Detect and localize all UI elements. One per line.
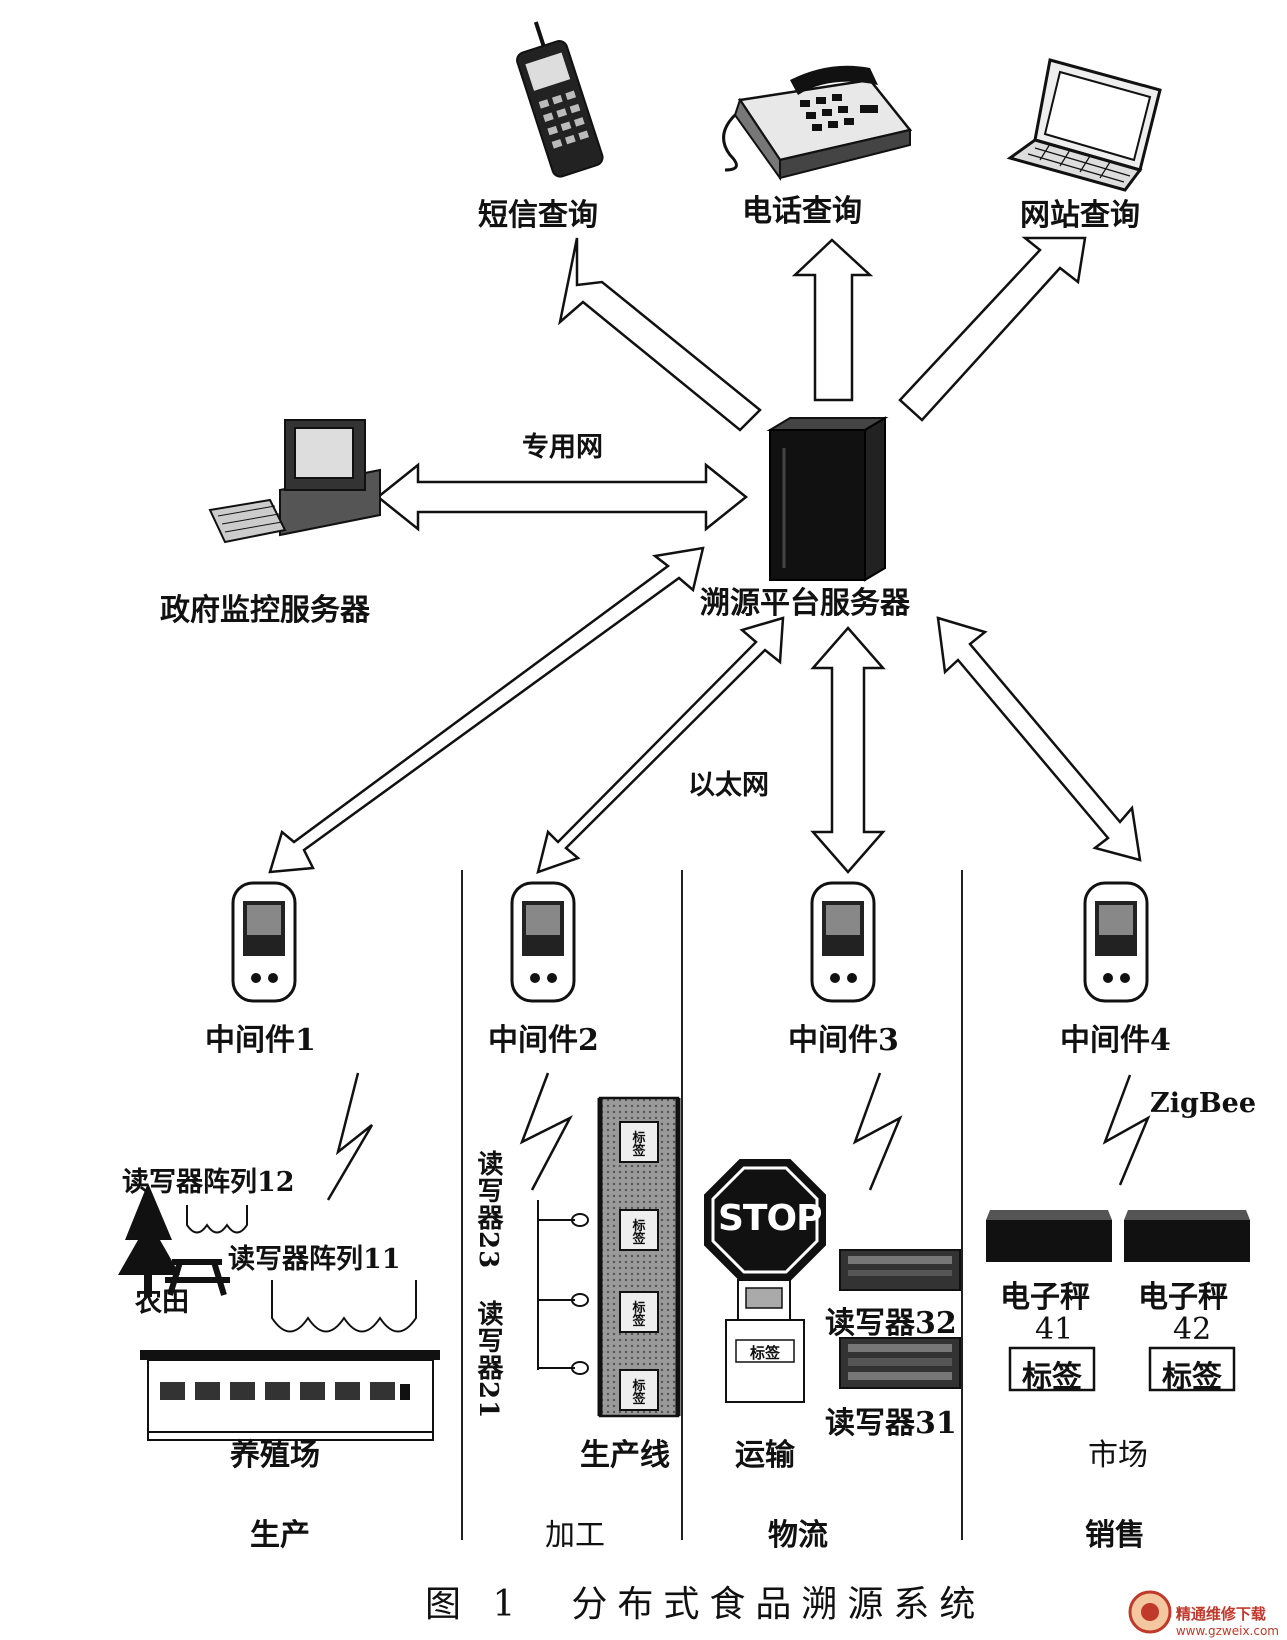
middleware-2-label: 中间件2 xyxy=(488,1023,599,1058)
reader-32-device-icon xyxy=(839,1249,961,1291)
mobile-phone-icon xyxy=(516,21,604,178)
platform-server-label: 溯源平台服务器 xyxy=(700,586,910,621)
server-tower-icon xyxy=(766,416,889,582)
arrow-to-middleware-4 xyxy=(936,616,1142,862)
arrow-to-middleware-2 xyxy=(536,616,785,874)
production-line-conveyor-icon xyxy=(597,1096,681,1418)
pda-icon-1 xyxy=(231,881,297,1003)
tree-icon xyxy=(118,1183,180,1297)
conveyor-tag-2: 标签 xyxy=(632,1219,646,1247)
government-server-label: 政府监控服务器 xyxy=(160,593,370,628)
farmland-label: 农田 xyxy=(135,1287,189,1318)
stage-processing-label: 加工 xyxy=(545,1518,605,1553)
scale-41-number: 41 xyxy=(1035,1312,1074,1347)
sms-query-label: 短信查询 xyxy=(478,198,598,233)
telephone-icon xyxy=(722,65,913,182)
tag-box-41 xyxy=(1008,1346,1096,1392)
middleware-3-label: 中间件3 xyxy=(788,1023,899,1058)
zigbee-label: ZigBee xyxy=(1150,1088,1257,1119)
tag-41-label: 标签 xyxy=(1022,1360,1082,1395)
stage-sales-label: 销售 xyxy=(1085,1518,1145,1553)
farm-label: 养殖场 xyxy=(230,1438,320,1473)
pda-icon-2 xyxy=(510,881,576,1003)
arrow-to-middleware-3 xyxy=(810,626,886,874)
arrow-to-phone xyxy=(791,238,874,402)
watermark-logo-icon xyxy=(1128,1590,1172,1634)
stage-production-label: 生产 xyxy=(250,1518,310,1553)
reader-array-12-antenna-icon xyxy=(186,1205,248,1234)
private-network-label: 专用网 xyxy=(522,432,603,463)
pda-icon-4 xyxy=(1083,881,1149,1003)
middleware-4-label: 中间件4 xyxy=(1060,1023,1171,1058)
reader-21-label: 读写器21 xyxy=(473,1300,503,1420)
truck-tag-label: 标签 xyxy=(750,1344,781,1362)
pda-icon-3 xyxy=(810,881,876,1003)
conveyor-tag-4: 标签 xyxy=(632,1379,646,1407)
scale-41-name: 电子秤 xyxy=(1000,1280,1090,1315)
conveyor-tag-1: 标签 xyxy=(632,1131,646,1159)
scale-42-name: 电子秤 xyxy=(1138,1280,1228,1315)
wireless-signal-icon-3 xyxy=(852,1072,903,1191)
arrow-private-network xyxy=(375,462,749,532)
reader-array-11-antenna-icon xyxy=(271,1280,417,1333)
electronic-scale-42-icon xyxy=(1124,1210,1250,1262)
arrow-to-middleware-1 xyxy=(268,546,705,874)
conveyor-tag-3: 标签 xyxy=(632,1301,646,1329)
watermark: 精通维修下载 www.gzweix.com xyxy=(1176,1603,1279,1638)
middleware-1-label: 中间件1 xyxy=(205,1023,316,1058)
wireless-signal-icon-4 xyxy=(1102,1074,1151,1186)
arrow-to-website xyxy=(898,236,1087,422)
tag-box-42 xyxy=(1148,1346,1236,1392)
tag-42-label: 标签 xyxy=(1162,1360,1222,1395)
production-line-label: 生产线 xyxy=(580,1438,670,1473)
reader-31-label: 读写器31 xyxy=(825,1406,957,1441)
transport-label: 运输 xyxy=(735,1438,795,1473)
stop-sign-text: STOP xyxy=(718,1198,822,1239)
figure-caption: 图 1 分布式食品溯源系统 xyxy=(425,1584,986,1625)
stop-sign-icon xyxy=(704,1159,826,1281)
phone-query-label: 电话查询 xyxy=(742,194,862,229)
market-label: 市场 xyxy=(1088,1438,1148,1473)
scale-42-number: 42 xyxy=(1173,1312,1212,1347)
watermark-name: 精通维修下载 xyxy=(1175,1605,1266,1623)
field-table-icon xyxy=(165,1259,230,1296)
electronic-scale-41-icon xyxy=(986,1210,1112,1262)
wireless-signal-icon-1 xyxy=(326,1072,374,1201)
farm-building-icon xyxy=(140,1350,440,1441)
website-query-label: 网站查询 xyxy=(1020,198,1140,233)
ethernet-label: 以太网 xyxy=(688,770,769,801)
desktop-computer-icon xyxy=(208,419,381,544)
truck-icon xyxy=(725,1279,805,1403)
reader-31-device-icon xyxy=(839,1337,961,1389)
laptop-icon xyxy=(1006,58,1162,192)
stage-logistics-label: 物流 xyxy=(768,1518,828,1553)
reader-rail-icon xyxy=(537,1200,589,1375)
arrow-to-sms xyxy=(558,237,762,432)
reader-23-label: 读写器23 xyxy=(473,1150,503,1270)
reader-array-12-label: 读写器阵列12 xyxy=(122,1167,295,1198)
watermark-url: www.gzweix.com xyxy=(1175,1624,1279,1638)
reader-array-11-label: 读写器阵列11 xyxy=(228,1244,401,1275)
reader-32-label: 读写器32 xyxy=(825,1306,957,1341)
wireless-signal-icon-2 xyxy=(519,1072,573,1191)
